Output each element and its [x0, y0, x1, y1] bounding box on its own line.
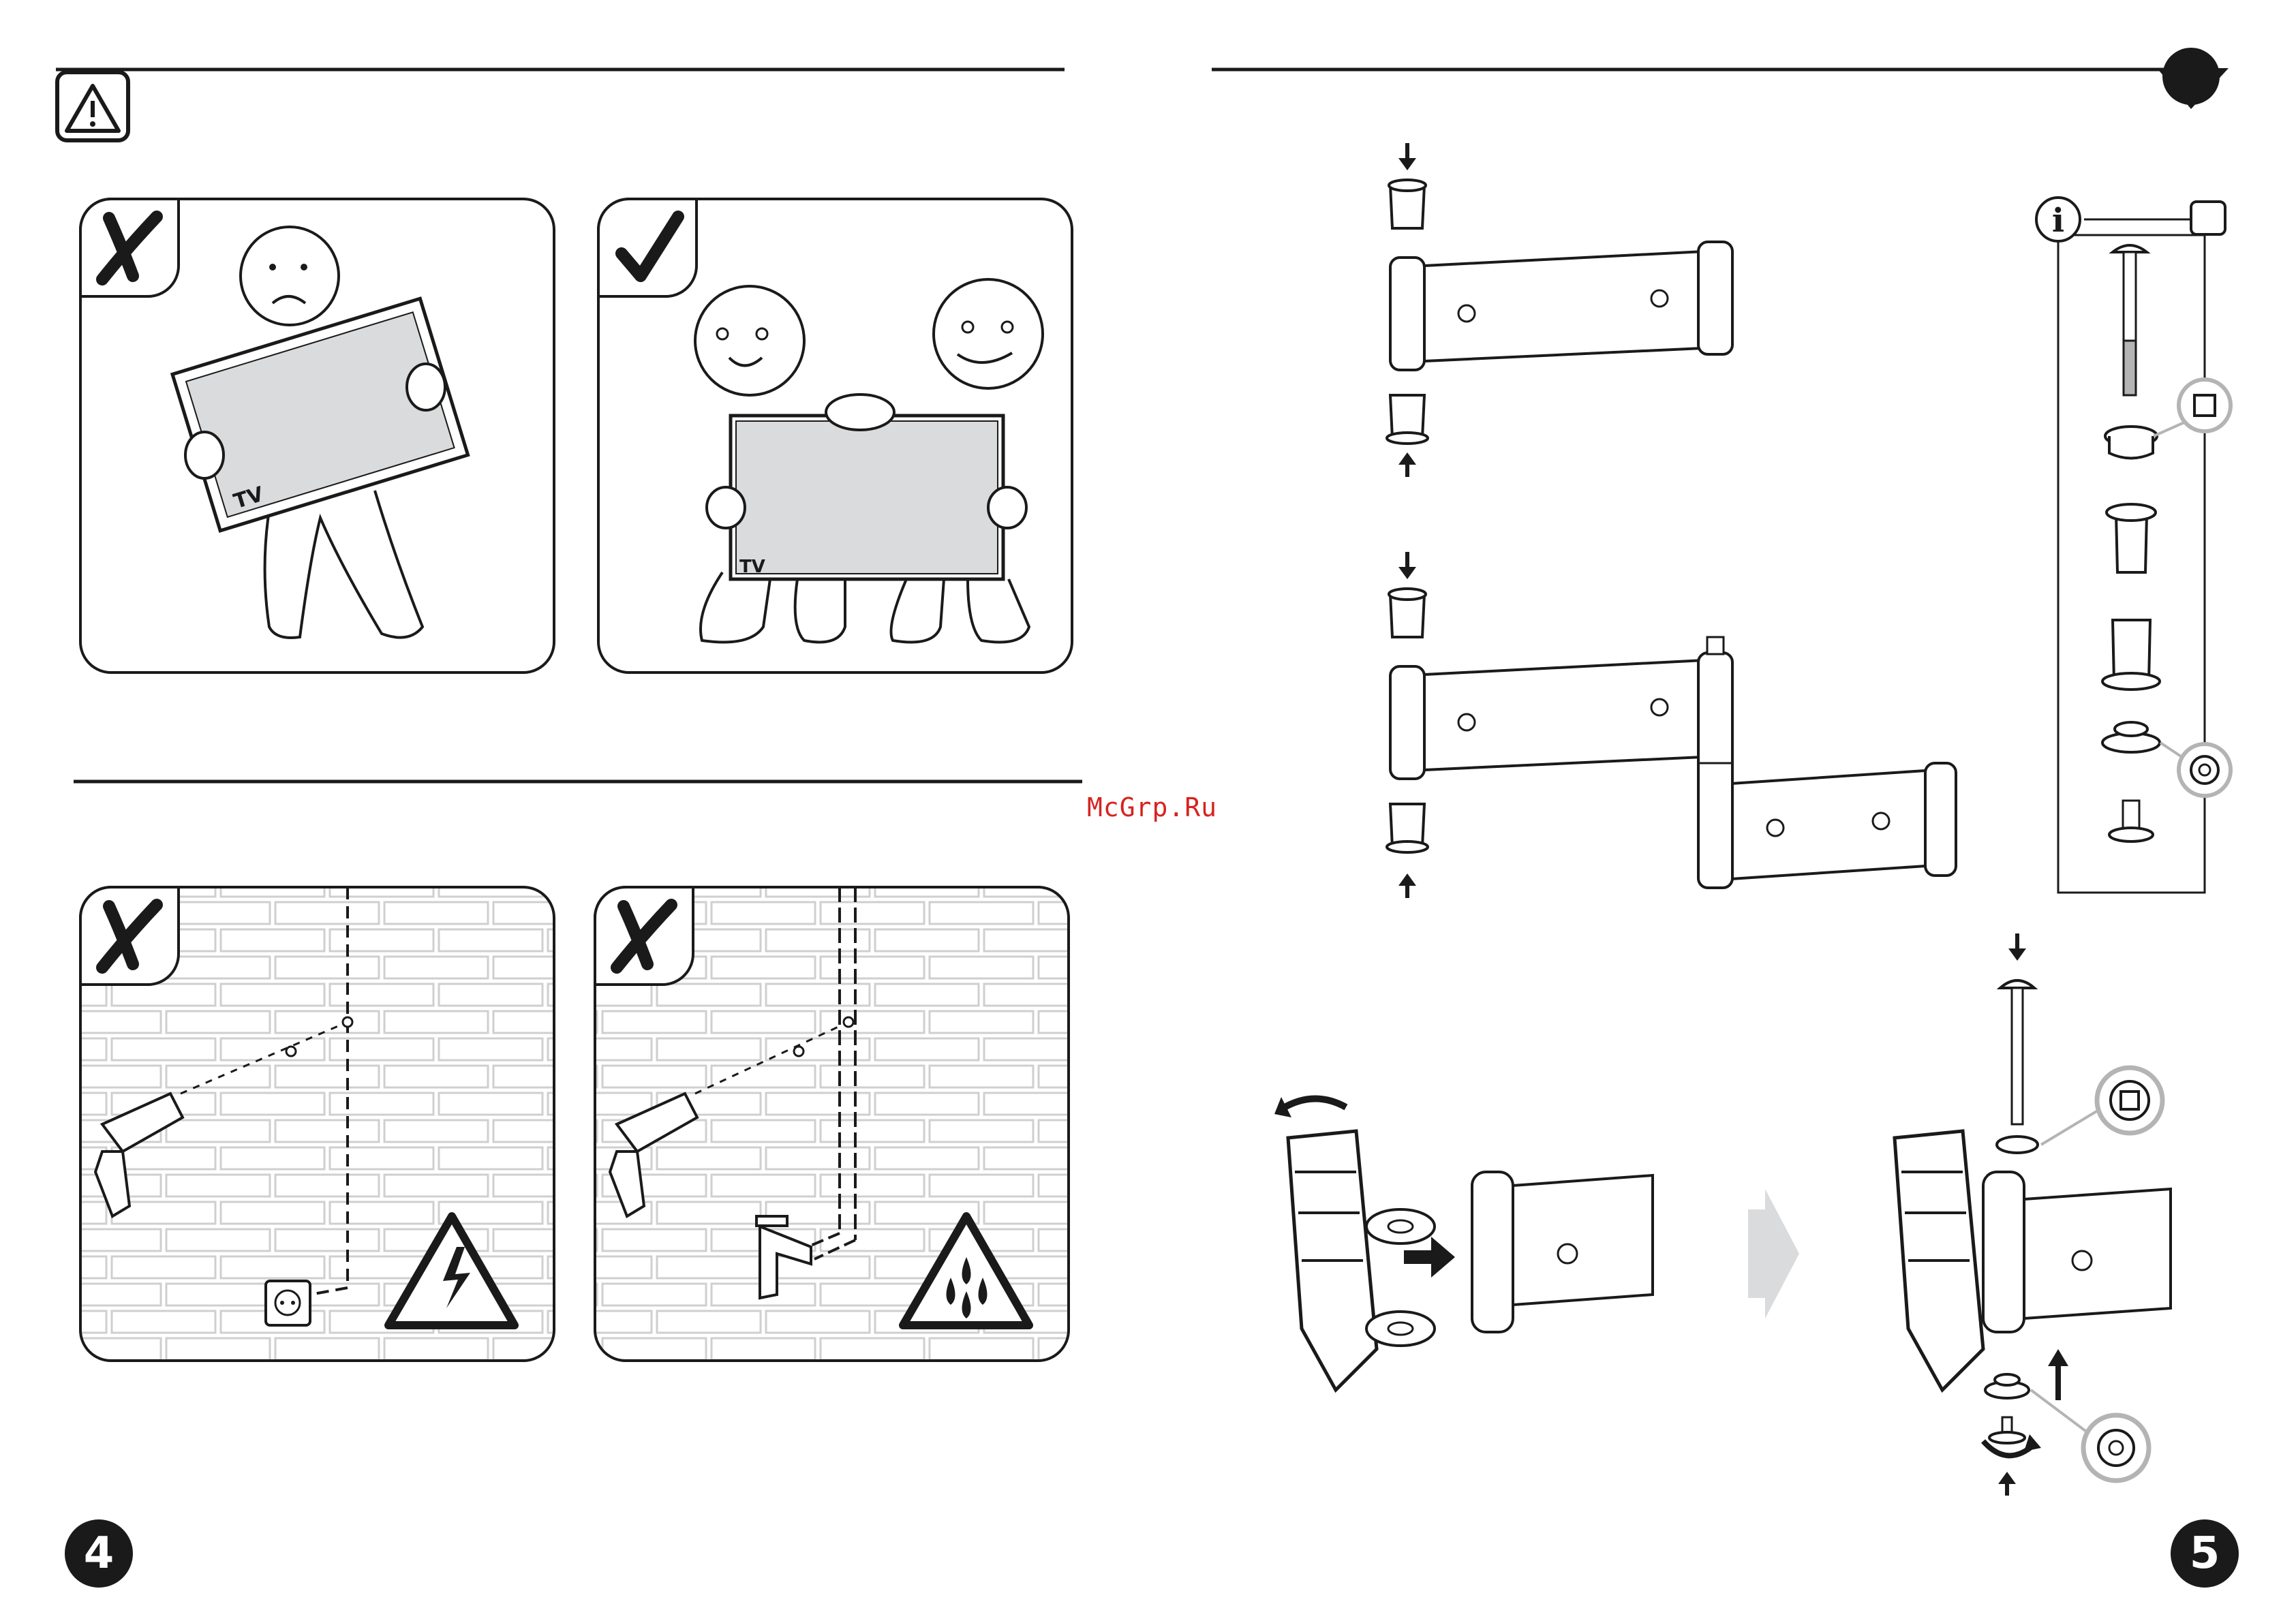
bolt-insert-step [1895, 933, 2171, 1496]
cross-mark-icon [80, 199, 179, 296]
info-symbol: i [2052, 202, 2064, 240]
cross-mark-icon-2 [80, 887, 179, 985]
next-step-arrow-icon [1748, 1189, 1799, 1318]
panel-single-person-wrong: TV [80, 199, 554, 673]
parts-info-box: i [2036, 198, 2231, 893]
check-mark-icon [598, 199, 697, 296]
section-marker-icon [2157, 48, 2229, 109]
bracket-attach-step [1274, 1097, 1653, 1390]
panel-drill-water-wrong [595, 887, 1069, 1361]
page-number-right: 5 [2171, 1519, 2239, 1588]
page-number-left: 4 [65, 1519, 133, 1588]
power-socket-icon [266, 1281, 310, 1325]
info-quantity-box [2191, 202, 2225, 234]
panel-drill-electric-wrong [80, 887, 554, 1361]
watermark: McGrp.Ru [1087, 792, 1217, 822]
arm-assembly-single [1387, 143, 1732, 477]
cross-mark-icon-3 [595, 887, 693, 985]
panel-two-people-correct: TV [598, 199, 1072, 673]
info-icon: i [2036, 198, 2080, 241]
tv-label-2: TV [739, 557, 765, 577]
arm-assembly-double [1387, 552, 1956, 898]
warning-triangle-icon [57, 72, 128, 140]
